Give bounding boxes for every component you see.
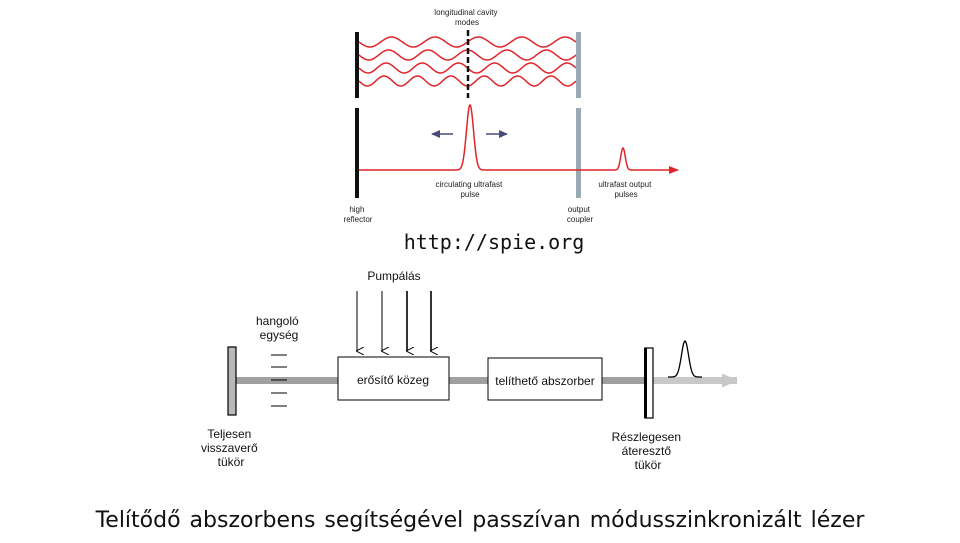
slide-caption: Telítődő abszorbens segítségével passzív… — [95, 508, 865, 533]
modes-label: longitudinal cavity modes — [434, 8, 499, 27]
partial-mirror-label: Részlegesen áteresztő tükör — [612, 430, 685, 472]
high-reflector-mirror — [355, 108, 359, 198]
saturable-absorber-box — [487, 357, 603, 401]
tuning-unit-label: hangoló egység — [256, 314, 302, 342]
source-url: http://spie.org — [404, 230, 585, 254]
partial-mirror-edge — [644, 348, 647, 418]
output-coupler-label: output coupler — [567, 205, 594, 224]
gain-medium-label: erősítő közeg — [357, 373, 429, 387]
output-pulse-icon — [668, 340, 702, 378]
pump-arrows — [357, 291, 431, 351]
saturable-absorber-label: telíthető abszorber — [495, 374, 594, 388]
high-reflector-label: high reflector — [344, 205, 373, 224]
circulating-pulse-label: circulating ultrafast pulse — [436, 180, 505, 199]
cavity-modes-diagram: longitudinal cavity modes high reflector… — [344, 8, 679, 224]
gain-medium-box — [337, 356, 450, 401]
high-reflector-mirror-top — [355, 32, 359, 98]
output-coupler-mirror-top — [576, 32, 581, 98]
pulse-trace — [359, 103, 679, 174]
output-pulses-label: ultrafast output pulses — [598, 180, 653, 199]
full-mirror-label: Teljesen visszaverő tükör — [201, 427, 261, 469]
output-coupler-mirror — [576, 108, 581, 198]
pump-label: Pumpálás — [367, 269, 420, 283]
laser-schematic: erősítő közeg telíthető abszorber Pumpál… — [201, 269, 738, 472]
full-mirror — [227, 346, 237, 416]
tuning-unit-icon — [271, 354, 287, 407]
